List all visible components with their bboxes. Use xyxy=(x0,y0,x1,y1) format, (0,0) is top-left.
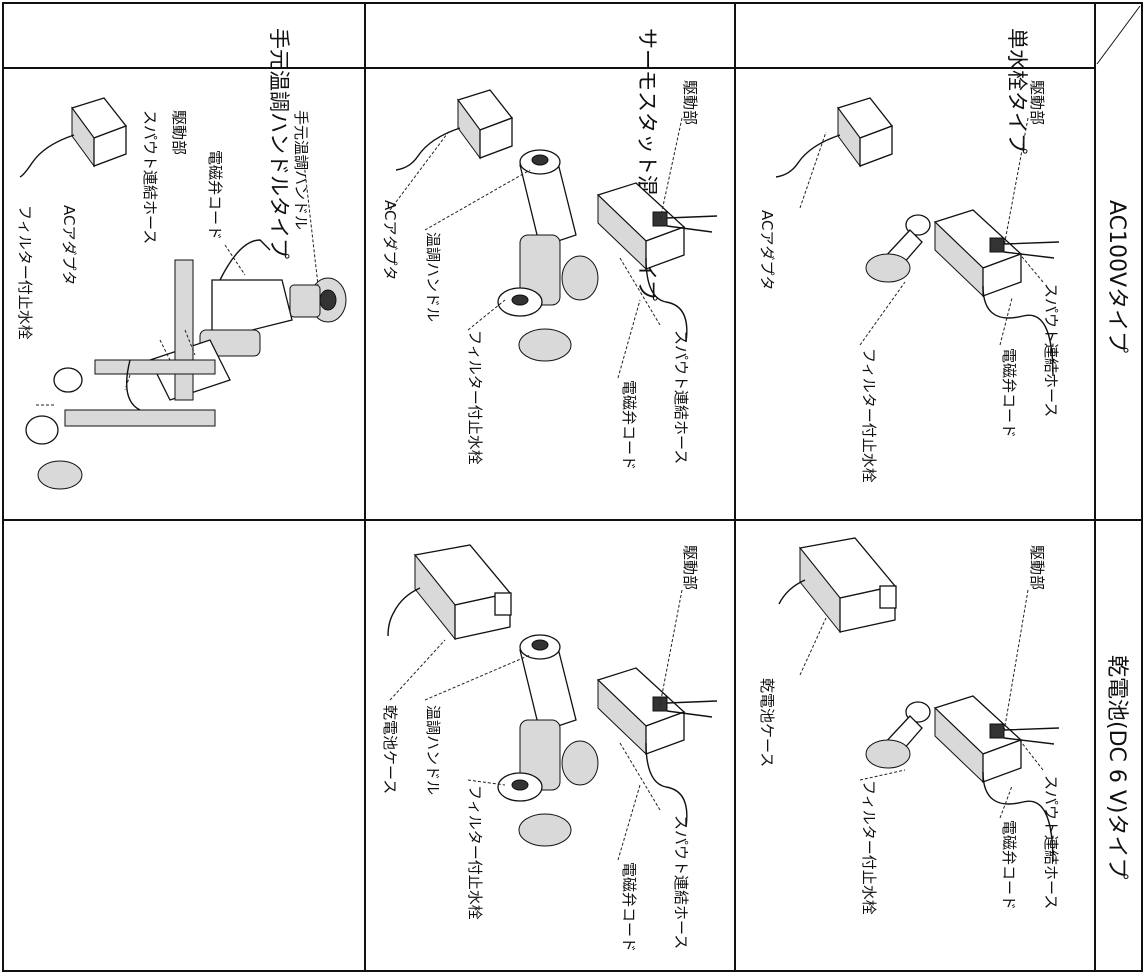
battery-case-label: 乾電池ケース xyxy=(381,705,399,794)
drive-label: 駆動部 xyxy=(1028,545,1046,590)
solenoid-cord-label: 電磁弁コード xyxy=(1000,820,1018,910)
drive-label: 駆動部 xyxy=(681,80,699,125)
temp-handle-label: 温調ハンドル xyxy=(424,705,442,795)
cell-thermo-ac100v: 駆動部 スパウト連結ホース 電磁弁コード フィルター付止水栓 温調ハンドル AC… xyxy=(381,80,718,470)
filter-valve-label: フィルター付止水栓 xyxy=(466,330,484,465)
temp-handle-label: 温調ハンドル xyxy=(424,232,442,322)
ac-adapter-illustration xyxy=(775,97,894,178)
row-header-single: 単水栓タイプ xyxy=(1005,28,1029,154)
spout-hose-label: スパウト連結ホース xyxy=(1042,775,1060,909)
filter-valve-label: フィルター付止水栓 xyxy=(860,348,878,483)
battery-case-illustration xyxy=(778,537,897,634)
battery-case-illustration xyxy=(387,544,512,641)
drive-label: 駆動部 xyxy=(681,545,699,590)
solenoid-cord-label: 電磁弁コード xyxy=(206,150,224,240)
cell-thermo-battery: 駆動部 スパウト連結ホース 電磁弁コード フィルター付止水栓 温調ハンドル 乾電… xyxy=(381,544,718,952)
row-header-handheld: 手元温調ハンドルタイプ xyxy=(267,28,291,259)
drive-unit-illustration xyxy=(596,667,718,756)
spout-hose-label: スパウト連結ホース xyxy=(141,110,159,244)
ac-adapter-illustration xyxy=(395,89,514,171)
col-header-ac100v: AC100Vタイプ xyxy=(1104,200,1129,353)
drive-label: 駆動部 xyxy=(1028,80,1046,125)
solenoid-cord-label: 電磁弁コード xyxy=(620,380,638,470)
cell-single-ac100v: 駆動部 スパウト連結ホース 電磁弁コード フィルター付止水栓 ACアダプタ xyxy=(758,80,1060,483)
faucet-illustration xyxy=(865,214,1054,377)
drive-unit-illustration xyxy=(933,695,1060,784)
solenoid-cord-label: 電磁弁コード xyxy=(1000,348,1018,438)
cell-handheld-ac100v: 手元温調ハンドル 電磁弁コード スパウト連結ホース 駆動部 ACアダプタ フィル… xyxy=(16,97,347,490)
spout-hose-label: スパウト連結ホース xyxy=(672,330,690,464)
filter-valve-label: フィルター付止水栓 xyxy=(16,205,34,340)
cell-single-battery: 駆動部 スパウト連結ホース 電磁弁コード フィルター付止水栓 乾電池ケース xyxy=(758,537,1060,915)
spout-hose-label: スパウト連結ホース xyxy=(1042,283,1060,417)
corner-diagonal xyxy=(1096,5,1141,65)
hand-handle-label: 手元温調ハンドル xyxy=(292,110,310,230)
faucet-illustration xyxy=(865,701,1054,863)
drive-label: 駆動部 xyxy=(170,110,188,155)
ac-adapter-label: ACアダプタ xyxy=(381,200,399,280)
handheld-assembly-illustration xyxy=(25,239,347,490)
battery-case-label: 乾電池ケース xyxy=(758,678,776,767)
ac-adapter-label: ACアダプタ xyxy=(758,210,776,290)
drive-unit-illustration xyxy=(933,209,1060,298)
filter-valve-label: フィルター付止水栓 xyxy=(466,785,484,920)
spout-hose-label: スパウト連結ホース xyxy=(672,815,690,949)
drive-unit-illustration xyxy=(596,182,718,271)
ac-adapter-illustration xyxy=(19,97,128,178)
thermo-valve-illustration xyxy=(497,634,688,847)
ac-adapter-label: ACアダプタ xyxy=(60,205,78,285)
col-header-battery: 乾電池(DC 6 V)タイプ xyxy=(1104,655,1129,880)
thermo-valve-illustration xyxy=(497,149,688,362)
solenoid-cord-label: 電磁弁コード xyxy=(620,862,638,952)
filter-valve-label: フィルター付止水栓 xyxy=(860,780,878,915)
